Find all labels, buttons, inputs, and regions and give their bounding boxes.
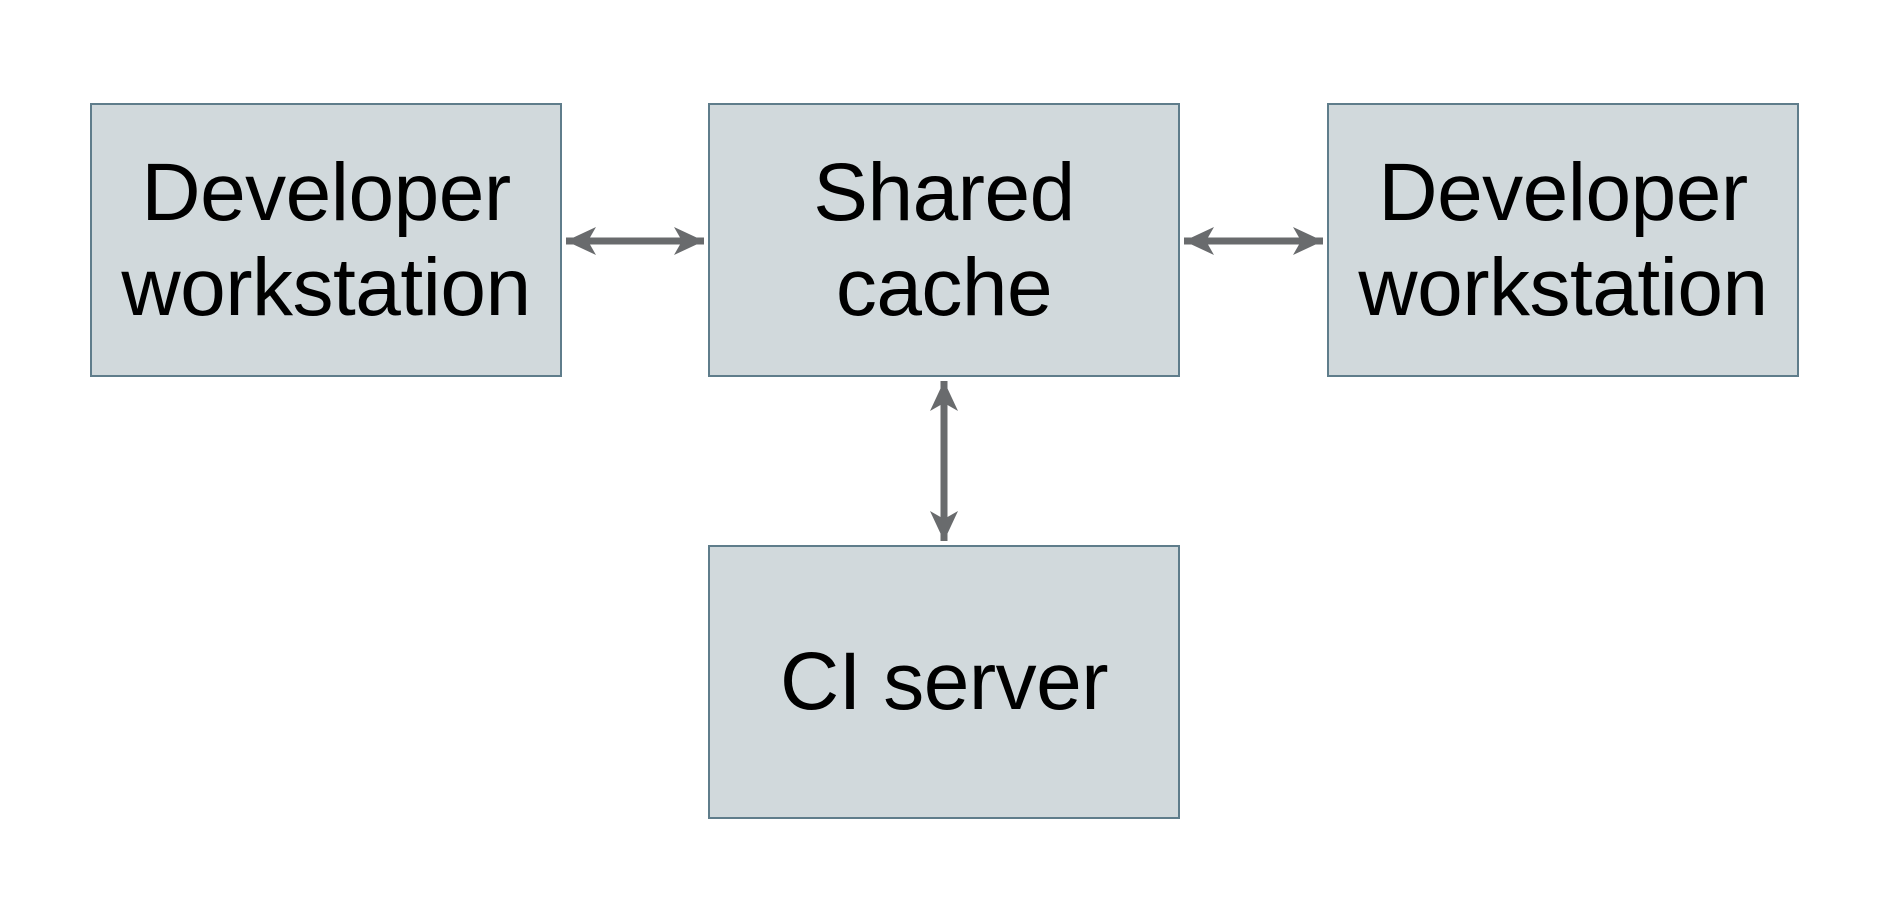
node-label-ci-server: CI server bbox=[779, 636, 1109, 728]
node-label-developer-workstation-right: Developer workstation bbox=[1358, 146, 1768, 333]
node-label-shared-cache: Shared cache bbox=[813, 146, 1075, 333]
node-label-developer-workstation-left: Developer workstation bbox=[121, 146, 531, 333]
node-shared-cache: Shared cache bbox=[708, 103, 1180, 377]
node-ci-server: CI server bbox=[708, 545, 1180, 819]
node-developer-workstation-right: Developer workstation bbox=[1327, 103, 1799, 377]
node-developer-workstation-left: Developer workstation bbox=[90, 103, 562, 377]
